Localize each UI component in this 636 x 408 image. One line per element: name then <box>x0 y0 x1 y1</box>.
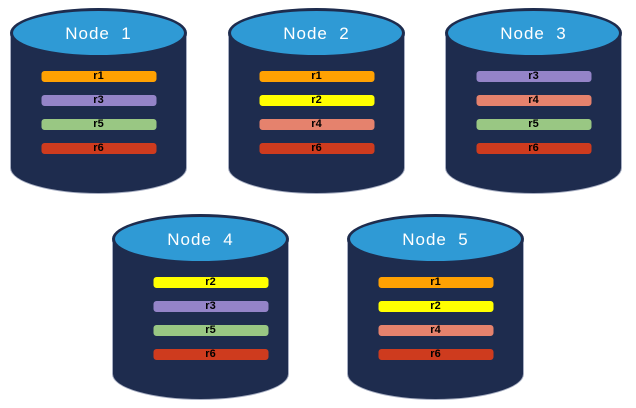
cylinder-top-ellipse: Node 2 <box>228 8 405 58</box>
replica-bar-r1: r1 <box>257 69 376 84</box>
node-label: Node 1 <box>65 24 132 43</box>
replica-bar-r6: r6 <box>39 141 158 156</box>
database-node-cylinder: r1 r2 r4 r6 Node 5 <box>347 214 524 400</box>
replica-bar-r6: r6 <box>257 141 376 156</box>
node-label: Node 3 <box>500 24 567 43</box>
replica-bar-list: r1 r2 r4 r6 <box>376 275 495 362</box>
replica-bar-r3: r3 <box>474 69 593 84</box>
replica-bar-r3: r3 <box>151 299 270 314</box>
cylinder-top-ellipse: Node 3 <box>445 8 622 58</box>
database-node-cylinder: r2 r3 r5 r6 Node 4 <box>112 214 289 400</box>
cylinder-top-ellipse: Node 4 <box>112 214 289 264</box>
replica-bar-r4: r4 <box>474 93 593 108</box>
replica-bar-r4: r4 <box>376 323 495 338</box>
node-label: Node 2 <box>283 24 350 43</box>
replica-bar-r3: r3 <box>39 93 158 108</box>
cylinder-top-ellipse: Node 5 <box>347 214 524 264</box>
replica-bar-list: r2 r3 r5 r6 <box>151 275 270 362</box>
cylinder-top-ellipse: Node 1 <box>10 8 187 58</box>
replica-bar-r2: r2 <box>257 93 376 108</box>
replica-bar-list: r1 r2 r4 r6 <box>257 69 376 156</box>
replica-bar-r1: r1 <box>376 275 495 290</box>
replica-bar-r6: r6 <box>376 347 495 362</box>
node-label: Node 5 <box>402 230 469 249</box>
replica-bar-r6: r6 <box>474 141 593 156</box>
replica-bar-r5: r5 <box>474 117 593 132</box>
replica-bar-r2: r2 <box>376 299 495 314</box>
database-node-cylinder: r3 r4 r5 r6 Node 3 <box>445 8 622 194</box>
database-node-cylinder: r1 r3 r5 r6 Node 1 <box>10 8 187 194</box>
database-node-cylinder: r1 r2 r4 r6 Node 2 <box>228 8 405 194</box>
replica-bar-r5: r5 <box>39 117 158 132</box>
replica-bar-r5: r5 <box>151 323 270 338</box>
node-label: Node 4 <box>167 230 234 249</box>
replica-bar-r6: r6 <box>151 347 270 362</box>
replica-bar-list: r3 r4 r5 r6 <box>474 69 593 156</box>
replica-bar-r2: r2 <box>151 275 270 290</box>
replica-bar-r4: r4 <box>257 117 376 132</box>
replica-bar-r1: r1 <box>39 69 158 84</box>
replica-bar-list: r1 r3 r5 r6 <box>39 69 158 156</box>
